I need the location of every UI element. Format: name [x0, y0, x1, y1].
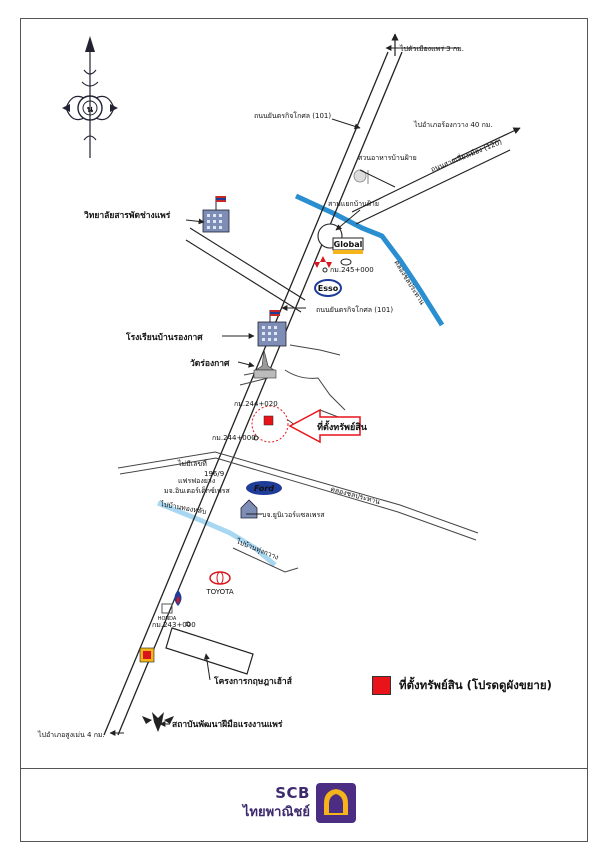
ford-logo-text: Ford — [254, 484, 274, 493]
legend-text: ที่ตั้งทรัพย์สิน (โปรดดูผังขยาย) — [399, 677, 552, 692]
scb-logo-icon — [316, 783, 356, 823]
brand-name-en: SCB — [275, 784, 310, 802]
project-site — [165, 627, 254, 675]
label-shop-2: มจ.อินเตอร์เด็กซ์เพรส — [164, 486, 231, 495]
global-logo: Global — [332, 237, 364, 254]
college-building-icon — [202, 196, 230, 233]
label-to-rong-kwang: ไปอำเภอร้องกวาง 40 กม. — [413, 120, 493, 129]
ptt-logo — [174, 590, 182, 606]
brand-name-th: ไทยพาณิชย์ — [242, 805, 310, 820]
global-logo-text: Global — [334, 240, 363, 249]
label-km-244: กม.244+000 — [212, 434, 256, 442]
brand-name: SCB ไทยพาณิชย์ — [230, 784, 310, 822]
mitsubishi-logo — [314, 256, 332, 268]
label-km-245: กม.245+000 — [330, 266, 374, 274]
map-frame — [20, 18, 588, 842]
ford-logo: Ford — [246, 481, 282, 495]
label-lodge: ไม่มีเลขที่ — [177, 459, 207, 468]
canal-road — [117, 451, 479, 534]
label-to-mueang-phrae: ไปตัวเมืองแพร่ 3 กม. — [399, 44, 464, 53]
property-label: ที่ตั้งทรัพย์สิน — [317, 420, 368, 433]
label-km-244-020: กม.244+020 — [234, 400, 278, 408]
label-canal-2: คลองชลประทาน — [329, 485, 380, 506]
label-restaurant: สวนอาหารบ้านฝ้าย — [358, 154, 417, 162]
property-marker: ที่ตั้งทรัพย์สิน — [251, 405, 368, 444]
label-temple: วัดร่องกาศ — [190, 358, 230, 369]
label-institute: สถาบันพัฒนาฝีมือแรงงานแพร่ — [172, 719, 283, 730]
toyota-logo: TOYOTA — [205, 571, 234, 596]
label-shop-1: แฟรฟองยาง — [178, 477, 215, 485]
label-intersection: สามแยกบ้านฝ้าย — [328, 200, 379, 208]
label-km-243: กม.243+000 — [152, 621, 196, 629]
label-house-no: 196/9 — [204, 470, 224, 478]
label-to-sung-men: ไปอำเภอสูงเม่น 4 กม. — [37, 730, 105, 739]
temple-icon — [253, 349, 277, 379]
km-post-243 — [185, 621, 191, 627]
compass-rose-icon: น — [62, 36, 118, 158]
label-dealer: บจ.ยูนิเวอร์แซลเพรส — [262, 511, 325, 519]
label-canal-1: คลองชลประทาน — [392, 259, 426, 307]
house-icon — [240, 499, 258, 519]
svg-text:น: น — [87, 105, 94, 115]
road-120-road — [351, 139, 501, 213]
toyota-logo-text: TOYOTA — [205, 588, 234, 596]
esso-logo-text: Esso — [318, 284, 339, 293]
honda-logo-text: HONDA — [158, 616, 177, 622]
hino-logo — [340, 258, 352, 266]
label-project: โครงการกฤษฎาเฮ้าส์ — [213, 676, 293, 687]
label-side-road-2: ไปบ้านทุ่งกวาง — [234, 536, 280, 561]
canal-lower-line — [157, 500, 277, 567]
shop-logo — [139, 647, 155, 663]
km-post-245 — [322, 267, 328, 273]
legend-swatch — [372, 676, 391, 695]
km-post-244 — [253, 435, 259, 441]
garuda-icon — [142, 712, 174, 732]
label-school: โรงเรียนบ้านรองกาศ — [125, 332, 203, 343]
restaurant-icon — [353, 169, 369, 184]
esso-logo: Esso — [314, 279, 342, 297]
label-road-120: ถนนสายเลี่ยงเมือง (120) — [429, 137, 503, 174]
label-road-101-bottom: ถนนยันตรกิจโกศล (101) — [316, 305, 393, 314]
legend: ที่ตั้งทรัพย์สิน (โปรดดูผังขยาย) — [372, 676, 552, 695]
college-road — [189, 227, 306, 301]
honda-logo: HONDA — [158, 603, 177, 622]
highway-101-road — [103, 51, 389, 736]
footer-divider — [20, 768, 588, 769]
school-building-icon — [257, 310, 287, 347]
label-road-101-top: ถนนยันตรกิจโกศล (101) — [254, 111, 331, 120]
label-college: วิทยาลัยสารพัดช่างแพร่ — [84, 210, 171, 221]
